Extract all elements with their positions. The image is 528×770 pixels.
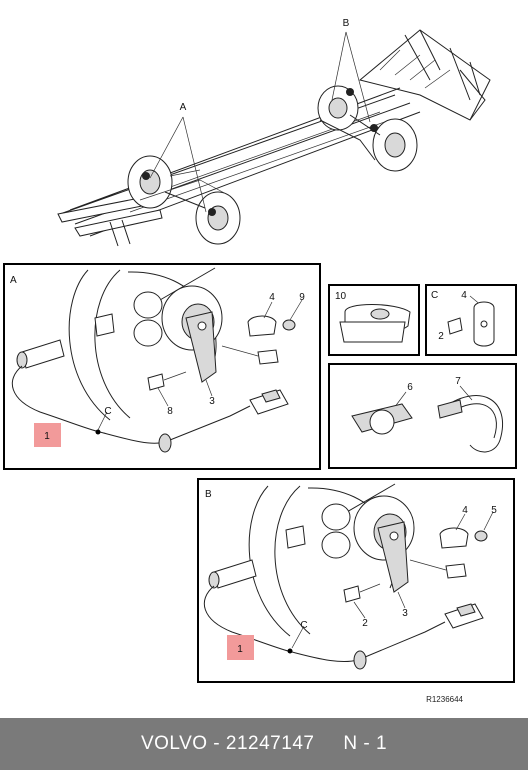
part-number-text: VOLVO - 21247147 N - 1 [140, 733, 388, 754]
detail-panel-b: B 1 4 5 3 [197, 478, 515, 683]
panel-a-highlight-part-1 [34, 423, 61, 447]
panel-a-callout-8: 8 [167, 406, 173, 417]
panel-b-callout-4: 4 [462, 505, 468, 516]
panel-c-title: C [431, 290, 438, 301]
detail-panel-a: A 1 4 9 3 [3, 263, 321, 470]
detail-panel-6-7: 6 7 [328, 363, 517, 469]
panel-a-callout-4: 4 [269, 292, 275, 303]
detail-panel-10: 10 [328, 284, 420, 356]
panel-b-callout-2: 2 [362, 618, 368, 629]
truck-callout-b: B [343, 18, 350, 29]
panel-a-callout-9: 9 [299, 292, 305, 303]
panel-b-title: B [205, 489, 212, 500]
panel-b-callout-c: C [300, 620, 307, 631]
panel-b-callout-1: 1 [237, 644, 243, 655]
truck-callout-a: A [180, 102, 187, 113]
panel-10-title: 10 [335, 291, 347, 302]
panel-a-callout-1: 1 [44, 431, 50, 442]
panel-a-callout-3: 3 [209, 396, 215, 407]
detail-panel-c: C 4 2 [425, 284, 517, 356]
panel-67-callout-6: 6 [407, 382, 413, 393]
panel-b-highlight-part-1 [227, 635, 254, 660]
panel-b-callout-3: 3 [402, 608, 408, 619]
panel-c-callout-4: 4 [461, 290, 467, 301]
panel-67-callout-7: 7 [455, 376, 461, 387]
panel-a-callout-c: C [104, 406, 111, 417]
panel-b-callout-5: 5 [491, 505, 497, 516]
panel-c-callout-2: 2 [438, 331, 444, 342]
figure-id: R1236644 [426, 695, 463, 704]
truck-chassis-illustration: A B [57, 18, 491, 247]
panel-a-title: A [10, 275, 17, 286]
footer-bar: VOLVO - 21247147 N - 1 [0, 718, 528, 770]
